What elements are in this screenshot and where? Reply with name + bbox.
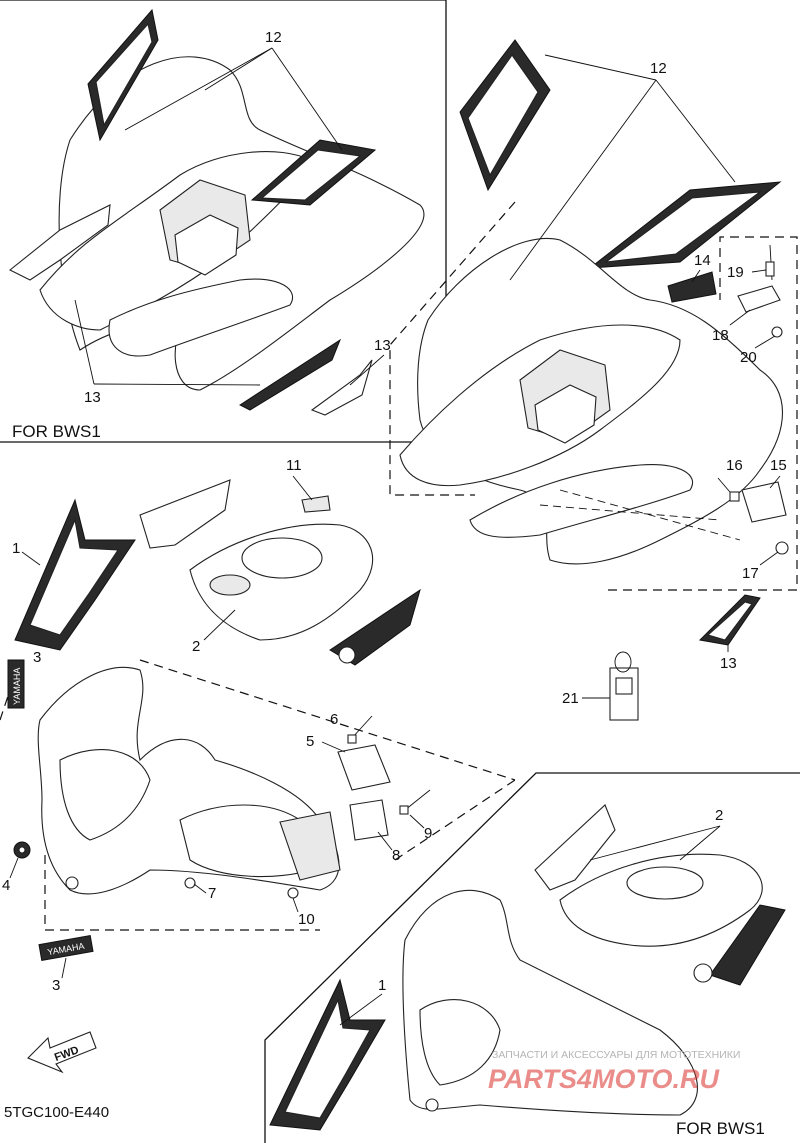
rear-fender-assembly-bws1 — [39, 56, 425, 391]
callout-16: 16 — [726, 457, 743, 474]
decal-1 — [14, 498, 136, 651]
decal-14 — [667, 271, 717, 303]
front-fender-body — [37, 666, 341, 895]
callout-19: 19 — [727, 264, 744, 281]
callout-11: 11 — [286, 457, 302, 474]
variant-label-bottom: FOR BWS1 — [676, 1119, 765, 1138]
plate-8 — [349, 799, 389, 841]
decal-3-upper: YAMAHA — [7, 659, 25, 709]
panel-top-left: 12 13 FOR BWS1 — [0, 0, 447, 443]
callout-4: 4 — [2, 877, 10, 894]
bolt-9 — [399, 789, 431, 815]
callout-3-lower: 3 — [52, 977, 60, 994]
decal-3-text: YAMAHA — [12, 668, 22, 705]
front-fender-bws1 — [402, 889, 698, 1116]
fwd-arrow: FWD — [27, 1031, 97, 1074]
decal-12-upper — [459, 39, 782, 269]
decal-12-side-bws1 — [250, 139, 377, 206]
watermark: ЗАПЧАСТИ И АКСЕССУАРЫ ДЛЯ МОТОТЕХНИКИ PA… — [488, 1049, 740, 1094]
group-front-fender: YAMAHA — [0, 457, 639, 994]
plate-5 — [337, 744, 391, 791]
callout-10: 10 — [298, 911, 315, 928]
nut-17 — [775, 541, 789, 555]
callout-7: 7 — [208, 885, 216, 902]
side-cover-13-left — [310, 359, 373, 416]
plate-15 — [741, 481, 787, 523]
nut-10 — [287, 887, 299, 899]
variant-label-top: FOR BWS1 — [12, 422, 101, 441]
callout-18: 18 — [712, 327, 729, 344]
callout-12-right: 12 — [650, 60, 667, 77]
callout-2-middle: 2 — [192, 638, 200, 655]
nut-20 — [771, 326, 783, 338]
callout-15: 15 — [770, 457, 787, 474]
callout-5: 5 — [306, 733, 314, 750]
watermark-line1: ЗАПЧАСТИ И АКСЕССУАРЫ ДЛЯ МОТОТЕХНИКИ — [492, 1049, 740, 1061]
callout-14: 14 — [694, 252, 711, 269]
decal-11 — [301, 495, 331, 513]
center-cover-2 — [139, 479, 421, 666]
callout-8: 8 — [392, 847, 400, 864]
callout-13-top-left: 13 — [84, 389, 101, 406]
decal-3-lower: YAMAHA — [38, 935, 94, 961]
callout-12-top-left: 12 — [265, 29, 282, 46]
plate-18 — [737, 285, 781, 313]
decal-1-bws1 — [269, 978, 386, 1131]
tag-21 — [609, 651, 639, 721]
rear-fender-body — [399, 238, 784, 565]
bolt-19 — [765, 244, 775, 281]
callout-1-bottom: 1 — [378, 977, 386, 994]
center-cover-2-bws1 — [534, 804, 786, 986]
decal-12-bws1 — [87, 8, 159, 142]
nut-7 — [184, 877, 196, 889]
callout-20: 20 — [740, 349, 757, 366]
watermark-line2: PARTS4MOTO.RU — [488, 1064, 721, 1094]
bolt-16 — [717, 477, 740, 502]
callout-2-bottom: 2 — [715, 807, 723, 824]
decal-13-bws1 — [238, 338, 342, 411]
callout-1-left: 1 — [12, 540, 20, 557]
callout-13-right-lower: 13 — [720, 655, 737, 672]
callout-13-right-upper: 13 — [374, 337, 391, 354]
grommet-4 — [13, 841, 31, 859]
bolt-6 — [347, 715, 373, 744]
callout-3-upper: 3 — [33, 649, 41, 666]
callout-6: 6 — [330, 711, 338, 728]
group-rear-fender: 12 14 19 18 20 13 16 15 17 13 — [310, 39, 798, 672]
callout-21: 21 — [562, 690, 579, 707]
diagram-code: 5TGC100-E440 — [4, 1104, 109, 1121]
panel-bottom-right: 2 1 FOR BWS1 — [264, 772, 800, 1143]
callout-9: 9 — [424, 825, 432, 842]
callout-17: 17 — [742, 565, 759, 582]
